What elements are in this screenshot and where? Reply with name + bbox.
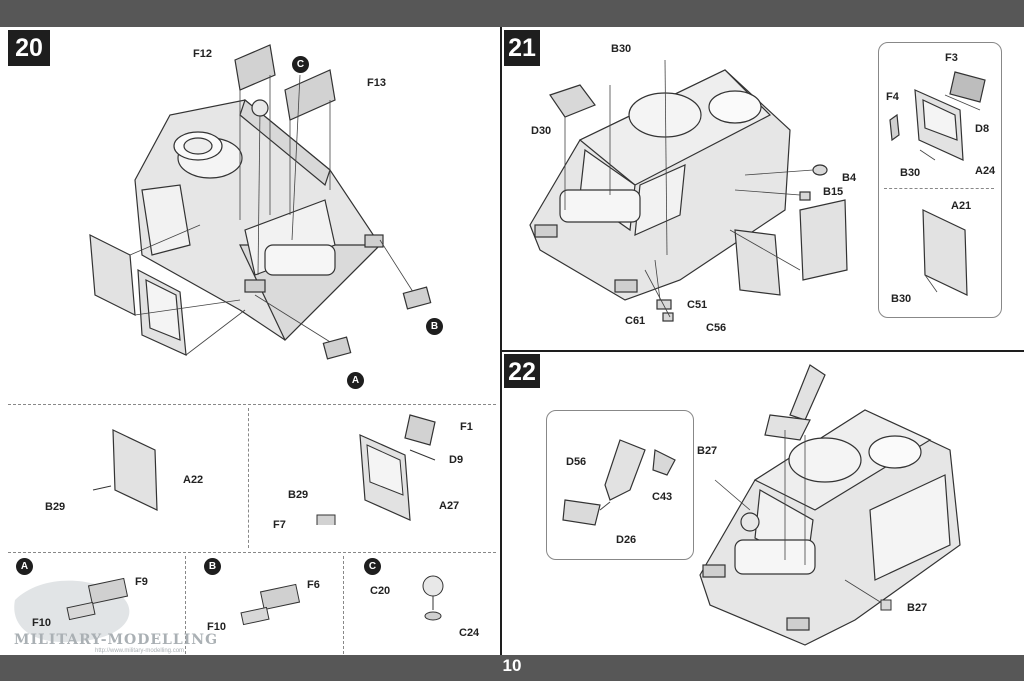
part-label-d56: D56 — [566, 456, 587, 468]
part-label-c20: C20 — [370, 585, 391, 597]
step22-inset-drawing — [562, 439, 676, 526]
dashed-separator — [185, 556, 186, 654]
part-label-d8: D8 — [975, 123, 990, 135]
part-label-f10: F10 — [207, 621, 226, 633]
part-label-a27: A27 — [439, 500, 460, 512]
subassembly-c-drawing — [422, 575, 444, 621]
part-label-b4: B4 — [842, 172, 857, 184]
part-label-b15: B15 — [823, 186, 844, 198]
part-label-c56: C56 — [706, 322, 727, 334]
part-label-c51: C51 — [687, 299, 708, 311]
part-label-b30: B30 — [611, 43, 632, 55]
part-label-d26: D26 — [616, 534, 637, 546]
part-label-f6: F6 — [307, 579, 320, 591]
subassembly-tag-c: C — [364, 558, 381, 575]
part-label-f7: F7 — [273, 519, 286, 531]
part-label-b27: B27 — [907, 602, 928, 614]
dashed-separator — [8, 404, 496, 405]
subassembly-tag-a: A — [16, 558, 33, 575]
part-label-f9: F9 — [135, 576, 148, 588]
step-number-20: 20 — [8, 30, 50, 66]
step22-cab-drawing — [699, 364, 961, 646]
step21-inset-drawing — [889, 71, 986, 296]
subassembly-b-drawing — [240, 583, 301, 626]
callout-a: A — [347, 372, 364, 389]
subassembly-a-drawing — [14, 577, 130, 643]
step21-cab-drawing — [529, 59, 848, 322]
callout-b: B — [426, 318, 443, 335]
door-a22-drawing — [92, 429, 158, 511]
panel-divider-vertical — [500, 27, 502, 655]
step-number-21: 21 — [504, 30, 540, 66]
step20-cab-drawing — [89, 44, 432, 360]
inset-frame-step21 — [878, 42, 1002, 318]
dashed-separator — [8, 552, 496, 553]
part-label-c43: C43 — [652, 491, 673, 503]
part-label-d9: D9 — [449, 454, 464, 466]
callout-c: C — [292, 56, 309, 73]
top-bar — [0, 0, 1024, 27]
panel-divider-horizontal — [502, 350, 1024, 352]
part-label-a24: A24 — [975, 165, 996, 177]
part-label-b29: B29 — [45, 501, 66, 513]
part-label-a21: A21 — [951, 200, 972, 212]
part-label-d30: D30 — [531, 125, 552, 137]
part-label-f4: F4 — [886, 91, 899, 103]
part-label-f1: F1 — [460, 421, 473, 433]
dashed-separator — [343, 556, 344, 654]
part-label-b30: B30 — [891, 293, 912, 305]
part-label-a22: A22 — [183, 474, 204, 486]
subassembly-tag-b: B — [204, 558, 221, 575]
door-a27-drawing — [316, 414, 436, 525]
step-number-22: 22 — [504, 354, 540, 388]
watermark-text: MILITARY-MODELLING — [14, 632, 219, 648]
part-label-b29: B29 — [288, 489, 309, 501]
part-label-f12: F12 — [193, 48, 212, 60]
part-label-f3: F3 — [945, 52, 958, 64]
dashed-separator — [884, 188, 994, 189]
part-label-b30: B30 — [900, 167, 921, 179]
watermark-subtext: http://www.military-modelling.com — [95, 648, 185, 654]
inset-frame-step22 — [546, 410, 694, 560]
part-label-c61: C61 — [625, 315, 646, 327]
part-label-b27: B27 — [697, 445, 718, 457]
part-label-c24: C24 — [459, 627, 480, 639]
part-label-f13: F13 — [367, 77, 386, 89]
page-number: 10 — [0, 655, 1024, 681]
part-label-f10: F10 — [32, 617, 51, 629]
dashed-separator — [248, 408, 249, 548]
